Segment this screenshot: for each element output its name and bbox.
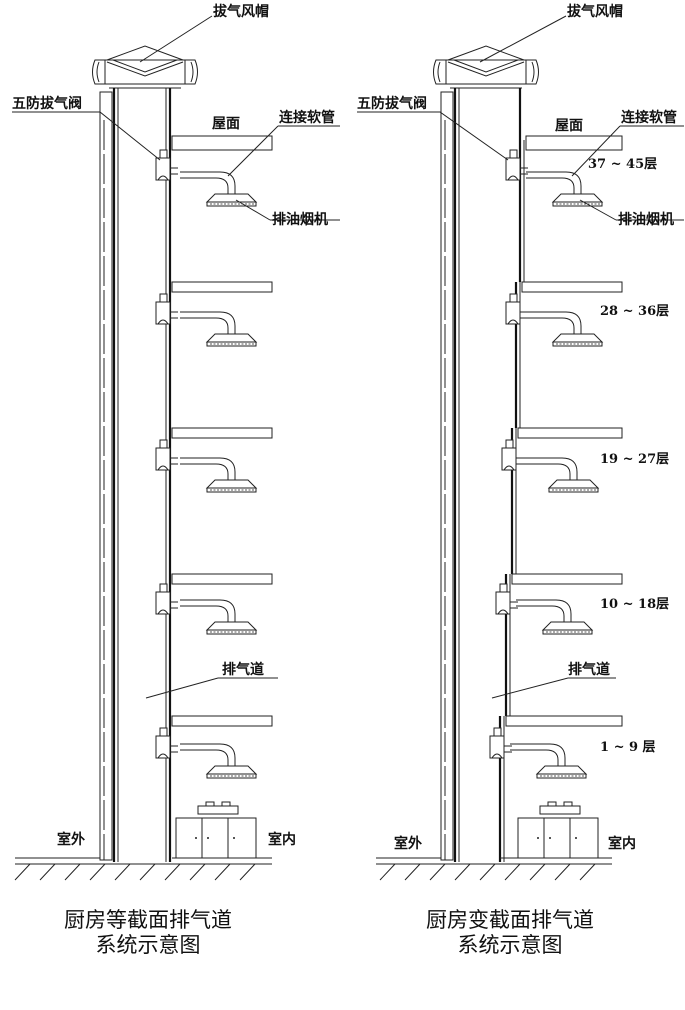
left-diagram: 拔气风帽 五防拔气阀 屋面 连接软管 排油烟机 排气道 室外 室内 厨房等截面排… [12,3,340,957]
right-outside-label: 室外 [394,835,422,852]
left-floor-slabs [171,281,273,727]
left-caption-line2: 系统示意图 [96,933,201,957]
right-caption-line1: 厨房变截面排气道 [426,908,594,932]
right-caption-line2: 系统示意图 [458,933,563,957]
right-duct-label: 排气道 [568,661,610,678]
right-cap-label: 拔气风帽 [567,3,623,20]
right-hose-label: 连接软管 [621,109,677,126]
left-exhaust-cap [92,45,198,89]
right-valves [489,149,529,759]
left-duct-label: 排气道 [222,661,264,678]
floor-range-label: 19 ~ 27层 [600,452,669,467]
left-roof-label: 屋面 [212,116,240,132]
left-valve-label: 五防拔气阀 [12,95,82,112]
right-valve-label: 五防拔气阀 [357,95,427,112]
left-hose-label: 连接软管 [279,109,335,126]
right-floor-slabs [505,281,623,727]
left-cap-label: 拔气风帽 [213,3,269,20]
right-exhaust-cap [433,45,539,89]
left-hood-label: 排油烟机 [272,211,328,228]
left-roof-slab [171,135,273,151]
floor-range-label: 10 ~ 18层 [600,597,669,612]
right-exhaust-duct [453,88,525,862]
right-roof-label: 屋面 [555,118,583,134]
right-kitchen-cabinet [517,801,599,859]
floor-range-label: 28 ~ 36层 [600,304,669,319]
right-floor-range-labels: 37 ~ 45层 28 ~ 36层 19 ~ 27层 10 ~ 18层 1 ~ … [588,157,669,755]
right-inside-label: 室内 [608,835,636,852]
right-hood-label: 排油烟机 [618,211,674,228]
left-caption-line1: 厨房等截面排气道 [64,908,232,932]
right-ground [376,857,612,881]
right-diagram: 拔气风帽 五防拔气阀 屋面 连接软管 排油烟机 排气道 室外 室内 37 ~ 4… [357,3,684,957]
left-leaders [12,15,340,699]
left-outer-wall [99,91,113,861]
left-range-hoods [179,171,257,779]
left-inside-label: 室内 [268,831,296,848]
right-outer-wall [440,91,454,861]
left-valves [155,149,179,759]
floor-range-label: 1 ~ 9 层 [600,740,656,755]
left-outside-label: 室外 [57,831,85,848]
left-ground [14,857,272,881]
left-kitchen-cabinet [175,801,257,859]
right-roof-slab [525,135,623,151]
floor-range-label: 37 ~ 45层 [588,157,657,172]
right-leaders [357,15,684,699]
